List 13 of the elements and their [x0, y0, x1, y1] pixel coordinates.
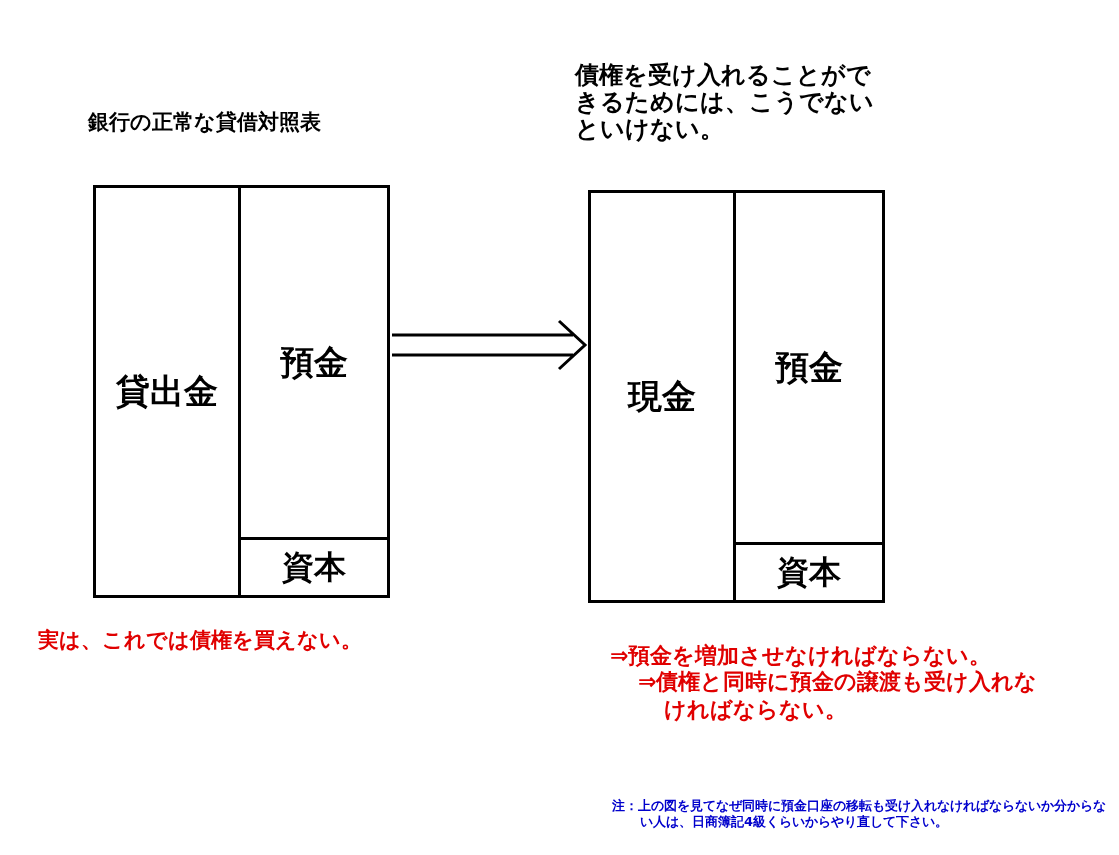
heading: 債権を受け入れることができるためには、こうでないといけない。 [575, 62, 875, 143]
note-text: ⇒債権と同時に預金の譲渡も受け入れなければならない。 [638, 668, 1039, 724]
account-cell: 預金 [736, 193, 882, 545]
account-cell: 現金 [591, 193, 736, 600]
account-cell: 預金 [241, 188, 387, 540]
note-text: ⇒預金を増加させなければならない。 [610, 642, 993, 670]
note-text: 実は、これでは債権を買えない。 [38, 627, 363, 654]
heading: 銀行の正常な貸借対照表 [88, 109, 322, 136]
account-cell: 資本 [736, 545, 882, 600]
footnote: 注：上の図を見てなぜ同時に預金口座の移転も受け入れなければならないか分からない人は、日商簿記4級くらいからやり直して下さい。 [612, 798, 1107, 830]
account-cell: 資本 [241, 540, 387, 595]
double-arrow [390, 319, 588, 371]
account-cell: 貸出金 [96, 188, 241, 595]
